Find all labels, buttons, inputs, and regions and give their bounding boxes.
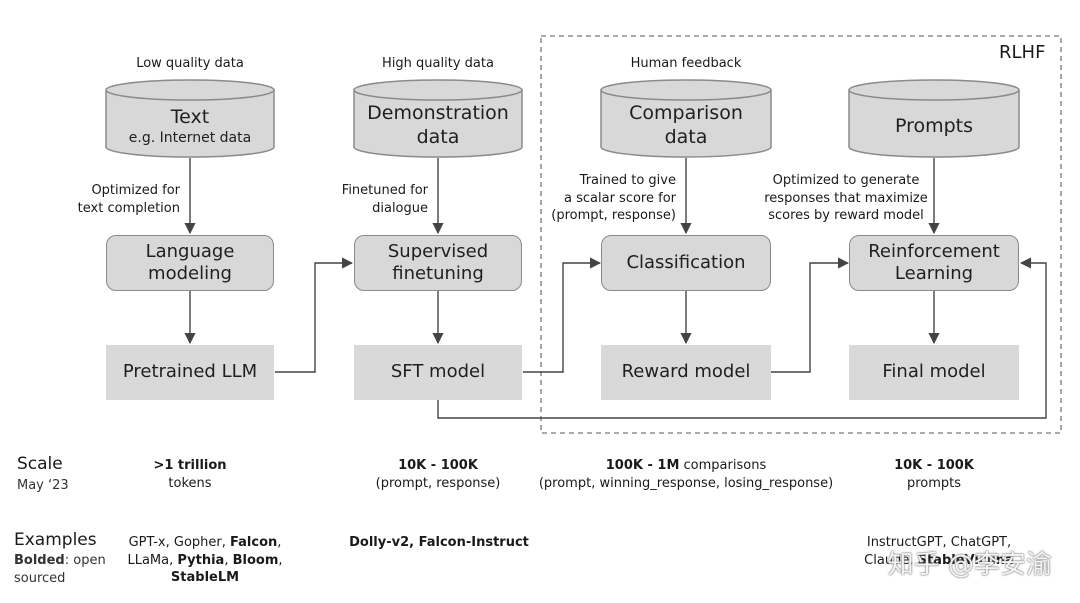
process-note-4: Optimized to generate responses that max…: [758, 172, 934, 225]
cylinder-title: Comparison: [629, 102, 743, 124]
process-line: finetuning: [392, 263, 484, 284]
cylinder-text-data: [105, 79, 275, 158]
process-note-1: Optimized for text completion: [40, 182, 180, 217]
cylinder-title: Demonstration: [367, 102, 509, 124]
connector-reward-to-rl: [771, 257, 850, 373]
process-reinforcement-learning: Reinforcement Learning: [849, 235, 1019, 291]
cylinder-label-prompts: Prompts: [849, 115, 1019, 139]
ex-text: ,: [278, 552, 283, 568]
scale-bold: 10K - 100K: [894, 458, 974, 473]
process-note-2: Finetuned for dialogue: [300, 182, 428, 217]
ex-text: LLaMa,: [127, 552, 178, 568]
cylinder-comparison-data: [600, 79, 772, 158]
watermark: 知乎 @李安渝: [887, 550, 1052, 580]
ex-claude: Claude,: [864, 552, 918, 568]
ex-falcon-instruct: Falcon-Instruct: [418, 535, 529, 550]
examples-note-bold: Bolded: [14, 553, 65, 568]
cylinder-prompts: [848, 79, 1020, 158]
ex-line: InstructGPT, ChatGPT,: [866, 535, 1012, 550]
output-reward-model: Reward model: [601, 345, 771, 400]
scale-line2: tokens: [168, 475, 212, 491]
ex-text: GPT-x, Gopher,: [128, 535, 231, 550]
ex-stablevicuna: StableVicuna: [917, 552, 1014, 568]
scale-line2: (prompt, response): [375, 475, 501, 491]
ex-text: ,: [277, 535, 282, 550]
connector-pretrained-to-sft: [275, 257, 354, 373]
process-line: Learning: [894, 263, 974, 284]
note-line: Finetuned for: [341, 183, 428, 198]
scale-value-2: 10K - 100K (prompt, response): [354, 457, 522, 492]
examples-note: Bolded: open sourced: [14, 552, 106, 587]
cylinder-demonstration-data: [353, 79, 523, 158]
scale-value-3: 100K - 1M comparisons (prompt, winning_r…: [526, 457, 846, 492]
note-line: Trained to give: [579, 173, 676, 188]
cylinder-title-line2: data: [416, 125, 460, 148]
cylinder-title: Prompts: [894, 115, 974, 137]
scale-heading: Scale: [17, 454, 63, 474]
scale-value-1: >1 trillion tokens: [120, 457, 260, 492]
cylinder-title: Text: [170, 106, 210, 128]
note-line: Optimized to generate: [772, 173, 920, 188]
note-line: (prompt, response): [551, 208, 676, 224]
ex-falcon: Falcon: [230, 535, 278, 550]
source-label-2: High quality data: [382, 56, 494, 71]
examples-col-2: Dolly-v2, Falcon-Instruct: [334, 534, 544, 552]
examples-col-4: InstructGPT, ChatGPT, Claude, StableVicu…: [854, 534, 1024, 569]
scale-subheading: May ‘23: [17, 478, 69, 493]
ex-pythia: Pythia: [177, 552, 225, 568]
cylinder-label-demonstration: Demonstration data: [354, 102, 522, 150]
scale-rest: comparisons: [679, 458, 767, 473]
source-label-1: Low quality data: [136, 56, 244, 71]
note-line: dialogue: [372, 200, 428, 216]
process-line: Reinforcement: [868, 240, 1000, 262]
output-pretrained-llm: Pretrained LLM: [106, 345, 274, 400]
process-line: modeling: [148, 263, 232, 284]
ex-text: ,: [409, 535, 419, 550]
connector-sftmodel-to-classification: [523, 257, 602, 373]
scale-line2: prompts: [906, 475, 962, 491]
ex-bloom: Bloom: [232, 552, 279, 568]
cylinder-label-text: Text e.g. Internet data: [106, 106, 274, 147]
note-line: text completion: [77, 200, 180, 216]
examples-heading: Examples: [14, 530, 97, 550]
scale-bold: 10K - 100K: [398, 458, 478, 473]
process-classification: Classification: [601, 235, 771, 291]
ex-stablelm: StableLM: [170, 570, 240, 586]
note-line: a scalar score for: [564, 190, 676, 206]
ex-text: ,: [224, 552, 233, 568]
examples-col-1: GPT-x, Gopher, Falcon, LLaMa, Pythia, Bl…: [114, 534, 296, 587]
note-line: Optimized for: [91, 183, 180, 198]
process-line: Classification: [626, 251, 746, 273]
cylinder-title-line2: data: [664, 125, 708, 148]
ex-dolly: Dolly-v2: [349, 535, 410, 550]
scale-bold: 100K - 1M: [605, 458, 680, 473]
scale-value-4: 10K - 100K prompts: [864, 457, 1004, 492]
process-line: Supervised: [387, 240, 489, 262]
output-sft-model: SFT model: [354, 345, 522, 400]
examples-note-rest: : open: [64, 553, 106, 568]
process-note-3: Trained to give a scalar score for (prom…: [540, 172, 676, 225]
connector-sftmodel-loop-to-rl: [437, 257, 1047, 419]
examples-note-line2: sourced: [14, 570, 66, 586]
rlhf-label: RLHF: [999, 42, 1046, 63]
scale-bold: >1 trillion: [153, 458, 227, 473]
scale-line2: (prompt, winning_response, losing_respon…: [538, 475, 834, 491]
note-line: responses that maximize: [764, 190, 928, 206]
output-final-model: Final model: [849, 345, 1019, 400]
source-label-3: Human feedback: [630, 56, 742, 71]
process-language-modeling: Language modeling: [106, 235, 274, 291]
note-line: scores by reward model: [768, 208, 924, 224]
process-supervised-finetuning: Supervised finetuning: [354, 235, 522, 291]
cylinder-label-comparison: Comparison data: [601, 102, 771, 150]
cylinder-subtitle: e.g. Internet data: [128, 129, 252, 146]
process-line: Language: [145, 240, 235, 262]
